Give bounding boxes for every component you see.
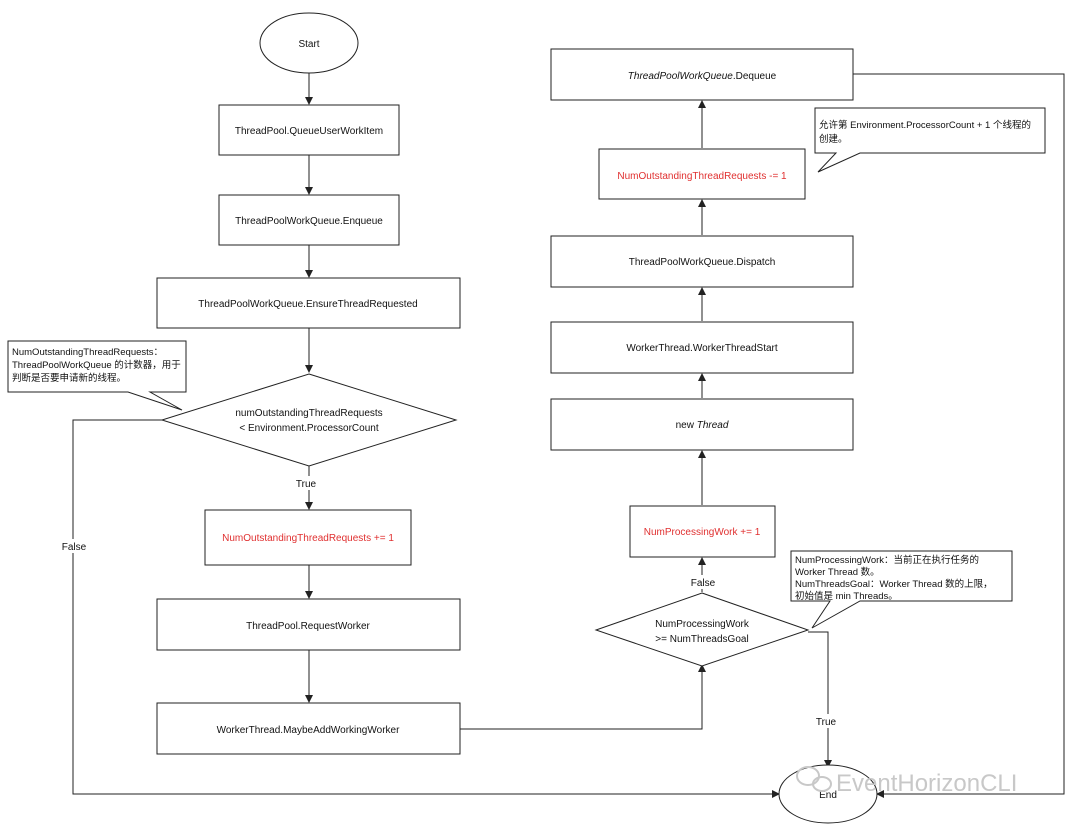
dispatch-box bbox=[550, 235, 854, 288]
outstanding-decision-line1: numOutstandingThreadRequests bbox=[235, 408, 382, 419]
end-node bbox=[778, 764, 878, 824]
edge-maybeadd-to-decision2 bbox=[460, 664, 706, 730]
dequeue-box bbox=[550, 48, 854, 101]
processing-note-line3: NumThreadsGoal：Worker Thread 数的上限， bbox=[795, 578, 993, 590]
new-thread-italic: Thread bbox=[697, 420, 729, 431]
increment-processing-box bbox=[629, 505, 776, 558]
nodes: Start ThreadPool.QueueUserWorkItem Threa… bbox=[156, 12, 878, 824]
start-label: Start bbox=[298, 39, 319, 50]
decrement-outstanding-label: NumOutstandingThreadRequests -= 1 bbox=[617, 171, 787, 182]
dispatch-label: ThreadPoolWorkQueue.Dispatch bbox=[629, 257, 776, 268]
dequeue-suffix: .Dequeue bbox=[733, 71, 777, 82]
worker-thread-start-box bbox=[550, 321, 854, 374]
processing-note-line2: Worker Thread 数。 bbox=[795, 566, 880, 578]
outstanding-note-line3: 判断是否要申请新的线程。 bbox=[12, 372, 126, 384]
edge-labels: True False False True bbox=[58, 476, 843, 728]
edge-label-false-left: False bbox=[62, 542, 87, 553]
edge-label-true-right: True bbox=[816, 717, 837, 728]
increment-processing-label: NumProcessingWork += 1 bbox=[644, 527, 761, 538]
outstanding-decision bbox=[160, 373, 458, 467]
start-node bbox=[259, 12, 359, 74]
new-thread-box bbox=[550, 398, 854, 451]
request-worker-box bbox=[156, 598, 461, 651]
maybe-add-working-worker-label: WorkerThread.MaybeAddWorkingWorker bbox=[217, 725, 401, 736]
new-thread-label: new Thread bbox=[676, 420, 729, 431]
notes: NumOutstandingThreadRequests： ThreadPool… bbox=[7, 107, 1046, 629]
edges bbox=[72, 73, 1065, 798]
request-worker-label: ThreadPool.RequestWorker bbox=[246, 621, 370, 632]
watermark: EventHorizonCLI bbox=[796, 766, 1017, 797]
dequeue-label: ThreadPoolWorkQueue.Dequeue bbox=[628, 71, 777, 82]
edge-label-false-right: False bbox=[691, 578, 716, 589]
outstanding-note-callout bbox=[7, 340, 187, 411]
processing-note-line4: 初始值是 min Threads。 bbox=[795, 590, 898, 602]
processing-decision-line2: >= NumThreadsGoal bbox=[655, 634, 748, 645]
processing-decision-line1: NumProcessingWork bbox=[655, 619, 750, 630]
processor-count-note-line1: 允许第 Environment.ProcessorCount + 1 个线程的 bbox=[819, 119, 1031, 131]
outstanding-note-line1: NumOutstandingThreadRequests： bbox=[12, 347, 163, 358]
enqueue-label: ThreadPoolWorkQueue.Enqueue bbox=[235, 216, 383, 227]
watermark-text: EventHorizonCLI bbox=[836, 770, 1017, 797]
end-label: End bbox=[819, 790, 837, 801]
processing-note-callout bbox=[790, 550, 1013, 629]
increment-outstanding-label: NumOutstandingThreadRequests += 1 bbox=[222, 533, 394, 544]
outstanding-decision-line2: < Environment.ProcessorCount bbox=[239, 423, 378, 434]
decrement-outstanding-box bbox=[598, 148, 806, 200]
edge-label-true-left: True bbox=[296, 479, 317, 490]
edge-dequeue-to-end bbox=[853, 73, 1065, 798]
wechat-icon bbox=[796, 766, 832, 792]
edge-false-to-end bbox=[72, 419, 780, 798]
ensure-thread-requested-box bbox=[156, 277, 461, 329]
processing-note-line1: NumProcessingWork：当前正在执行任务的 bbox=[795, 554, 979, 566]
maybe-add-working-worker-box bbox=[156, 702, 461, 755]
new-thread-prefix: new bbox=[676, 420, 697, 431]
ensure-thread-requested-label: ThreadPoolWorkQueue.EnsureThreadRequeste… bbox=[198, 299, 417, 310]
increment-outstanding-box bbox=[204, 509, 412, 566]
queue-user-work-item-label: ThreadPool.QueueUserWorkItem bbox=[235, 126, 383, 137]
edge-decision2-true-to-end bbox=[808, 631, 832, 768]
worker-thread-start-label: WorkerThread.WorkerThreadStart bbox=[626, 343, 778, 354]
queue-user-work-item-box bbox=[218, 104, 400, 156]
outstanding-note-line2: ThreadPoolWorkQueue 的计数器，用于 bbox=[12, 359, 181, 371]
processor-count-note-callout bbox=[814, 107, 1046, 173]
dequeue-italic: ThreadPoolWorkQueue bbox=[628, 71, 733, 82]
enqueue-box bbox=[218, 194, 400, 246]
processor-count-note-line2: 创建。 bbox=[819, 133, 848, 145]
processing-decision bbox=[594, 592, 810, 667]
